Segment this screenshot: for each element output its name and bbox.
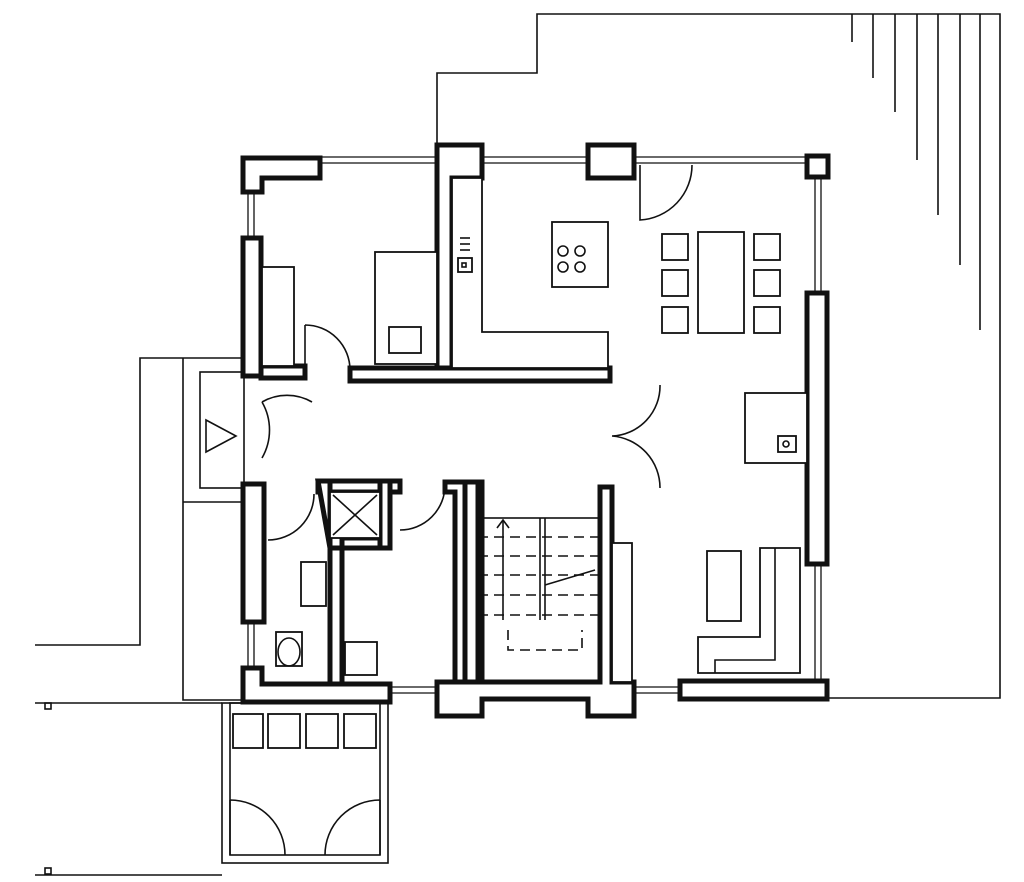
slope-hatching xyxy=(851,14,981,330)
staircase xyxy=(477,517,601,683)
sideboard xyxy=(744,392,808,464)
shower-icon xyxy=(329,491,381,539)
living-cabinet xyxy=(611,542,633,683)
cooktop-icon xyxy=(551,221,609,288)
windows xyxy=(247,156,822,694)
sink-icon xyxy=(457,237,473,273)
walls xyxy=(240,142,831,719)
carport-storage xyxy=(221,702,389,864)
wc-washbasin xyxy=(344,641,378,676)
utility-cabinet xyxy=(261,266,295,367)
site-boundary xyxy=(436,13,1001,699)
entry-arrow-icon xyxy=(205,418,238,454)
coffee-table xyxy=(706,550,742,622)
sofa-seat-line xyxy=(714,548,776,673)
doors xyxy=(261,164,693,541)
sink-icon xyxy=(777,435,797,453)
washing-machine-door xyxy=(388,326,422,354)
entrance-mat xyxy=(199,371,245,489)
kitchen-counter xyxy=(451,177,609,369)
entrance-path xyxy=(35,357,245,876)
dining-table xyxy=(661,231,781,334)
toilet-icon xyxy=(275,631,303,667)
washbasin xyxy=(300,561,327,607)
